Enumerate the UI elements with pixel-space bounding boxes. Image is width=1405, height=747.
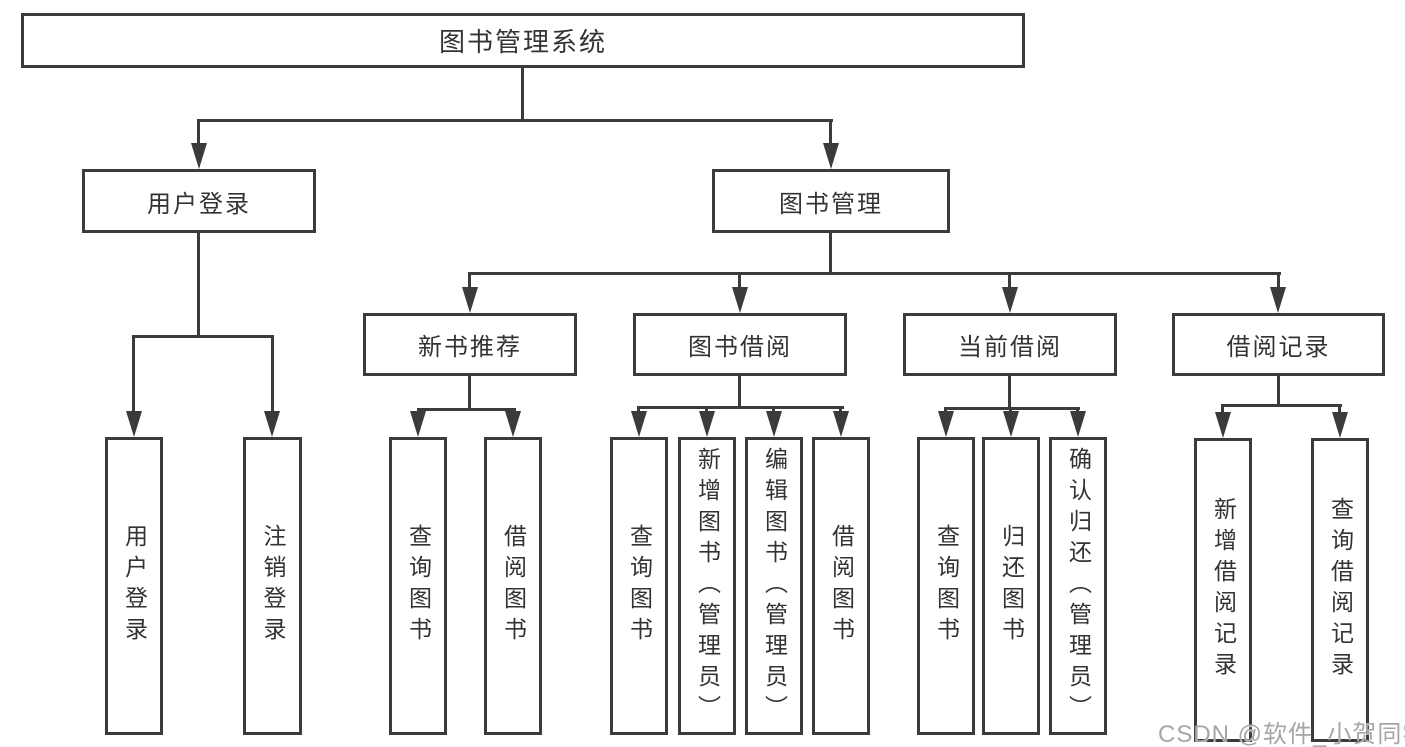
connector-line [1008, 376, 1011, 409]
watermark: CSDN @软件_小贺同学 [1158, 721, 1405, 747]
arrowhead-down-icon [126, 411, 142, 437]
node-query-books-borrowing: 查询图书 [610, 437, 668, 735]
node-current-borrowing: 当前借阅 [903, 313, 1117, 376]
node-user-login: 用户登录 [82, 169, 316, 233]
connector-line [944, 407, 947, 414]
node-label: 新增图书（管理员） [694, 446, 721, 726]
node-add-books-admin: 新增图书（管理员） [678, 437, 736, 735]
node-return-books: 归还图书 [982, 437, 1040, 735]
arrowhead-down-icon [766, 411, 782, 437]
connector-line [1008, 272, 1011, 290]
node-label: 当前借阅 [958, 334, 1062, 361]
node-user-login-leaf: 用户登录 [105, 437, 163, 735]
node-label: 查询图书 [933, 524, 960, 648]
node-label: 查询图书 [405, 524, 432, 648]
arrowhead-down-icon [264, 411, 280, 437]
node-label: 注销登录 [260, 524, 286, 648]
node-label: 新书推荐 [418, 334, 522, 361]
node-label: 确认归还（管理员） [1065, 446, 1092, 726]
connector-line [829, 233, 832, 275]
connector-line [468, 272, 471, 290]
node-book-management: 图书管理 [712, 169, 950, 233]
node-label: 借阅图书 [828, 524, 855, 648]
arrowhead-down-icon [1215, 412, 1231, 438]
connector-line [944, 407, 1080, 410]
arrowhead-down-icon [1270, 287, 1286, 313]
node-query-borrow-record: 查询借阅记录 [1311, 438, 1369, 742]
node-query-books-current: 查询图书 [917, 437, 975, 735]
connector-line [1277, 376, 1280, 406]
arrowhead-down-icon [1332, 412, 1348, 438]
arrowhead-down-icon [1070, 411, 1086, 437]
node-add-borrow-record: 新增借阅记录 [1194, 438, 1252, 742]
connector-line [1009, 407, 1012, 414]
connector-line [197, 233, 200, 337]
node-label: 图书管理 [779, 190, 883, 218]
connector-line [468, 272, 1281, 275]
connector-line [132, 335, 135, 413]
connector-line [705, 406, 708, 414]
node-confirm-return-admin: 确认归还（管理员） [1049, 437, 1107, 735]
node-label: 借阅记录 [1226, 334, 1331, 361]
arrowhead-down-icon [631, 411, 647, 437]
node-logout: 注销登录 [243, 437, 302, 735]
connector-line [271, 335, 274, 413]
connector-line [738, 272, 741, 290]
connector-line [1076, 407, 1079, 414]
connector-line [417, 408, 516, 411]
connector-line [772, 406, 775, 414]
node-label: 用户登录 [121, 524, 148, 648]
node-label: 图书借阅 [688, 334, 792, 361]
node-label: 查询借阅记录 [1327, 497, 1354, 683]
node-book-borrowing: 图书借阅 [633, 313, 847, 376]
node-label: 借阅图书 [500, 524, 527, 648]
node-label: 新增借阅记录 [1210, 497, 1237, 683]
connector-line [829, 119, 832, 146]
node-label: 用户登录 [147, 190, 251, 218]
node-edit-books-admin: 编辑图书（管理员） [745, 437, 803, 735]
node-label: 编辑图书（管理员） [761, 446, 788, 726]
connector-line [1221, 404, 1224, 413]
connector-line [1338, 404, 1341, 413]
node-borrow-books-recommend: 借阅图书 [484, 437, 542, 735]
connector-line [1221, 404, 1342, 407]
connector-line [468, 376, 471, 410]
connector-line [521, 68, 524, 122]
node-new-book-recommend: 新书推荐 [363, 313, 577, 376]
connector-line [197, 119, 833, 122]
arrowhead-down-icon [823, 143, 839, 169]
connector-line [132, 335, 274, 338]
connector-line [637, 406, 640, 414]
arrowhead-down-icon [938, 411, 954, 437]
arrowhead-down-icon [1003, 411, 1019, 437]
arrowhead-down-icon [462, 287, 478, 313]
node-query-books-recommend: 查询图书 [389, 437, 447, 735]
arrowhead-down-icon [699, 411, 715, 437]
connector-line [197, 119, 200, 146]
node-label: 图书管理系统 [438, 27, 607, 57]
arrowhead-down-icon [1002, 287, 1018, 313]
node-library-management-system: 图书管理系统 [21, 13, 1025, 68]
arrowhead-down-icon [191, 143, 207, 169]
arrowhead-down-icon [410, 411, 426, 437]
node-borrow-books-leaf: 借阅图书 [812, 437, 870, 735]
arrowhead-down-icon [833, 411, 849, 437]
node-label: 归还图书 [998, 524, 1025, 648]
arrowhead-down-icon [505, 411, 521, 437]
node-borrowing-records: 借阅记录 [1172, 313, 1385, 376]
connector-line [1277, 272, 1280, 290]
node-label: 查询图书 [626, 524, 653, 648]
connector-line [738, 376, 741, 409]
connector-line [637, 406, 844, 409]
connector-line [839, 406, 842, 414]
arrowhead-down-icon [732, 287, 748, 313]
